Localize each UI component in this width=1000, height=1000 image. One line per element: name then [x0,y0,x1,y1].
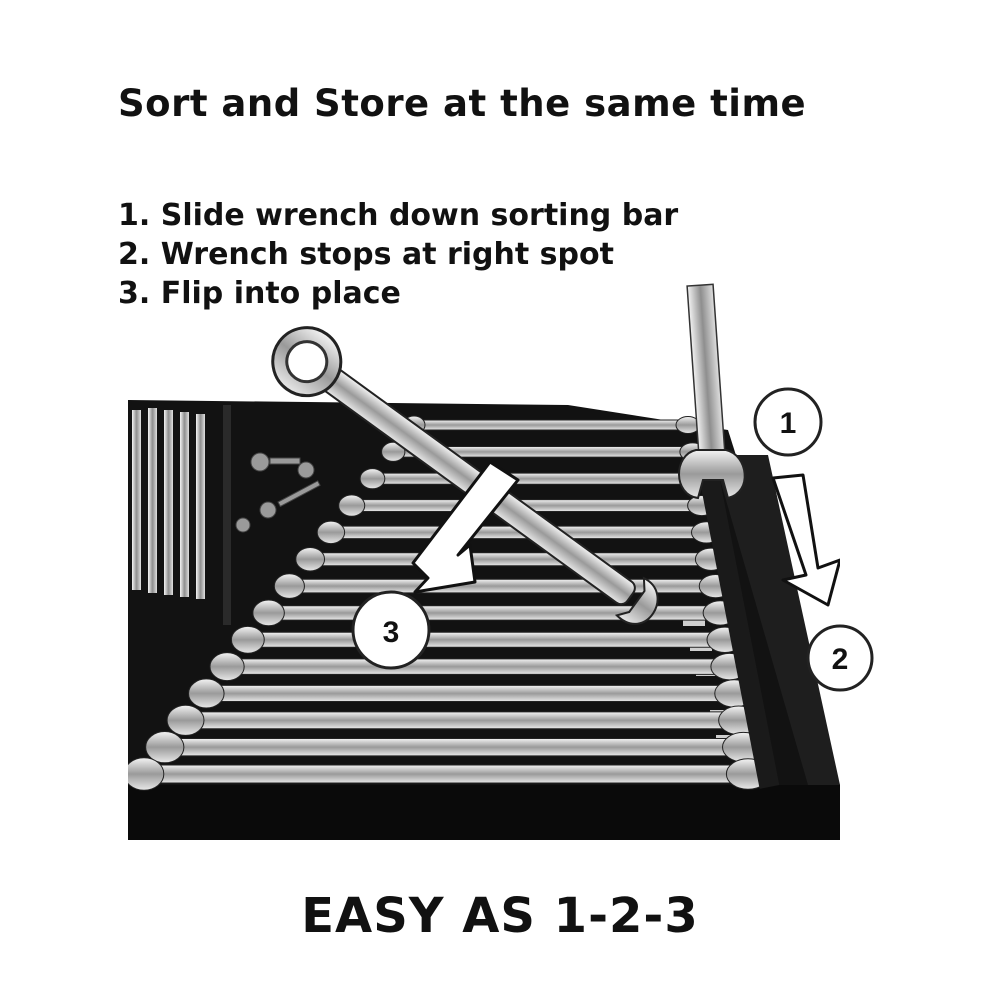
down-arrow-icon [771,473,840,607]
svg-text:1: 1 [780,407,797,440]
sliding-wrench [678,283,746,500]
step-3: 3. Flip into place [118,276,401,311]
wrench-box-end [338,494,366,517]
wrench-row [407,419,689,431]
wrench-row [303,552,712,567]
footer-tagline: EASY AS 1-2-3 [301,888,699,944]
steps-list: 1. Slide wrench down sorting bar 2. Wren… [118,196,678,313]
wrench-tray-photo: 1 3 [128,283,840,840]
wrench-box-end [359,468,386,490]
wrench-row [220,658,731,675]
wrench-row [241,631,726,648]
headline: Sort and Store at the same time [118,82,807,125]
flipping-wrench [271,326,659,625]
svg-text:2: 2 [832,643,849,676]
wrench-box-end [295,546,326,572]
step-1: 1. Slide wrench down sorting bar [118,198,679,233]
sorting-bar [696,461,780,789]
wrench-row [158,737,744,757]
wrench-box-end [188,678,225,709]
hardware-bolts [235,452,321,533]
left-compartment-wrenches [132,408,205,599]
curved-arrow-icon [411,460,520,594]
wrench-box-end [145,731,185,764]
wrench-box-end [230,625,265,654]
wrench-box-end [166,704,205,736]
wrench-box-end [316,520,346,545]
wrench-box-end [252,599,285,627]
tray-front-lip [128,785,840,840]
compartment-divider [223,405,231,625]
wrench-row [179,711,740,730]
badge-2-overlay: 2 [806,624,874,692]
tray-side-rail [713,455,840,785]
wrench-row [365,472,698,485]
wrench-row [199,684,735,703]
wrench-box-end [209,652,245,682]
wrench-box-end [128,757,165,791]
badge-1: 1 [753,387,823,457]
svg-text:3: 3 [383,616,400,649]
stacked-wrenches [128,415,771,791]
step-2: 2. Wrench stops at right spot [118,237,614,272]
wrench-box-end [273,573,305,599]
badge-3: 3 [351,590,431,670]
wrench-row [137,764,749,784]
wrench-box-end [381,441,406,462]
